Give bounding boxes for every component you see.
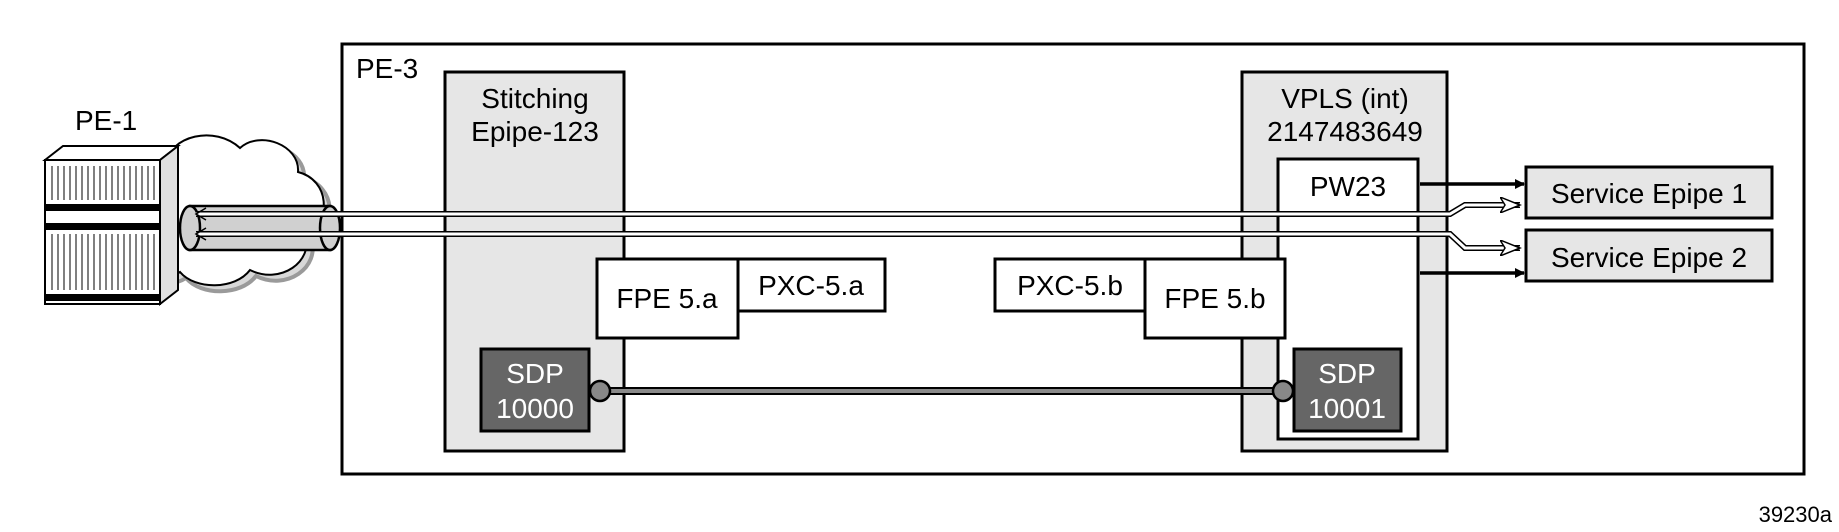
service-epipe-2-label: Service Epipe 2	[1551, 242, 1747, 273]
stitching-id: Epipe-123	[471, 116, 599, 147]
service-epipe-1-box	[1524, 165, 1774, 220]
vpls-id: 2147483649	[1267, 116, 1423, 147]
pseudowire-1	[194, 205, 1520, 221]
pxc-a-box	[736, 257, 887, 313]
fpe-a-label: FPE 5.a	[616, 283, 718, 314]
pxc-b-label: PXC-5.b	[1017, 270, 1123, 301]
sdp-10001-endpoint	[1271, 379, 1295, 403]
sdp-10001-box	[1292, 347, 1403, 433]
pseudowire-2	[194, 227, 1520, 248]
pxc-a-label: PXC-5.a	[758, 270, 864, 301]
sdp-10000-id: 10000	[496, 393, 574, 424]
service-epipe-1-label: Service Epipe 1	[1551, 178, 1747, 209]
service-epipe-2-box	[1524, 228, 1774, 283]
sdp-10000-label: SDP	[506, 358, 564, 389]
sdp-10001-id: 10001	[1308, 393, 1386, 424]
figure-id: 39230a	[1759, 502, 1833, 527]
pw23-label: PW23	[1310, 171, 1386, 202]
pe1-router-icon	[42, 143, 181, 307]
sdp-10001-label: SDP	[1318, 358, 1376, 389]
fpe-a-box	[595, 257, 740, 340]
stitching-label: Stitching	[481, 83, 588, 114]
pe3-label: PE-3	[356, 53, 418, 84]
pe1-label: PE-1	[75, 105, 137, 136]
fpe-b-box	[1143, 257, 1287, 340]
fpe-b-label: FPE 5.b	[1164, 283, 1265, 314]
vpls-label: VPLS (int)	[1281, 83, 1409, 114]
sdp-10000-endpoint	[588, 379, 612, 403]
pxc-b-box	[993, 257, 1147, 313]
sdp-10000-box	[479, 347, 591, 433]
